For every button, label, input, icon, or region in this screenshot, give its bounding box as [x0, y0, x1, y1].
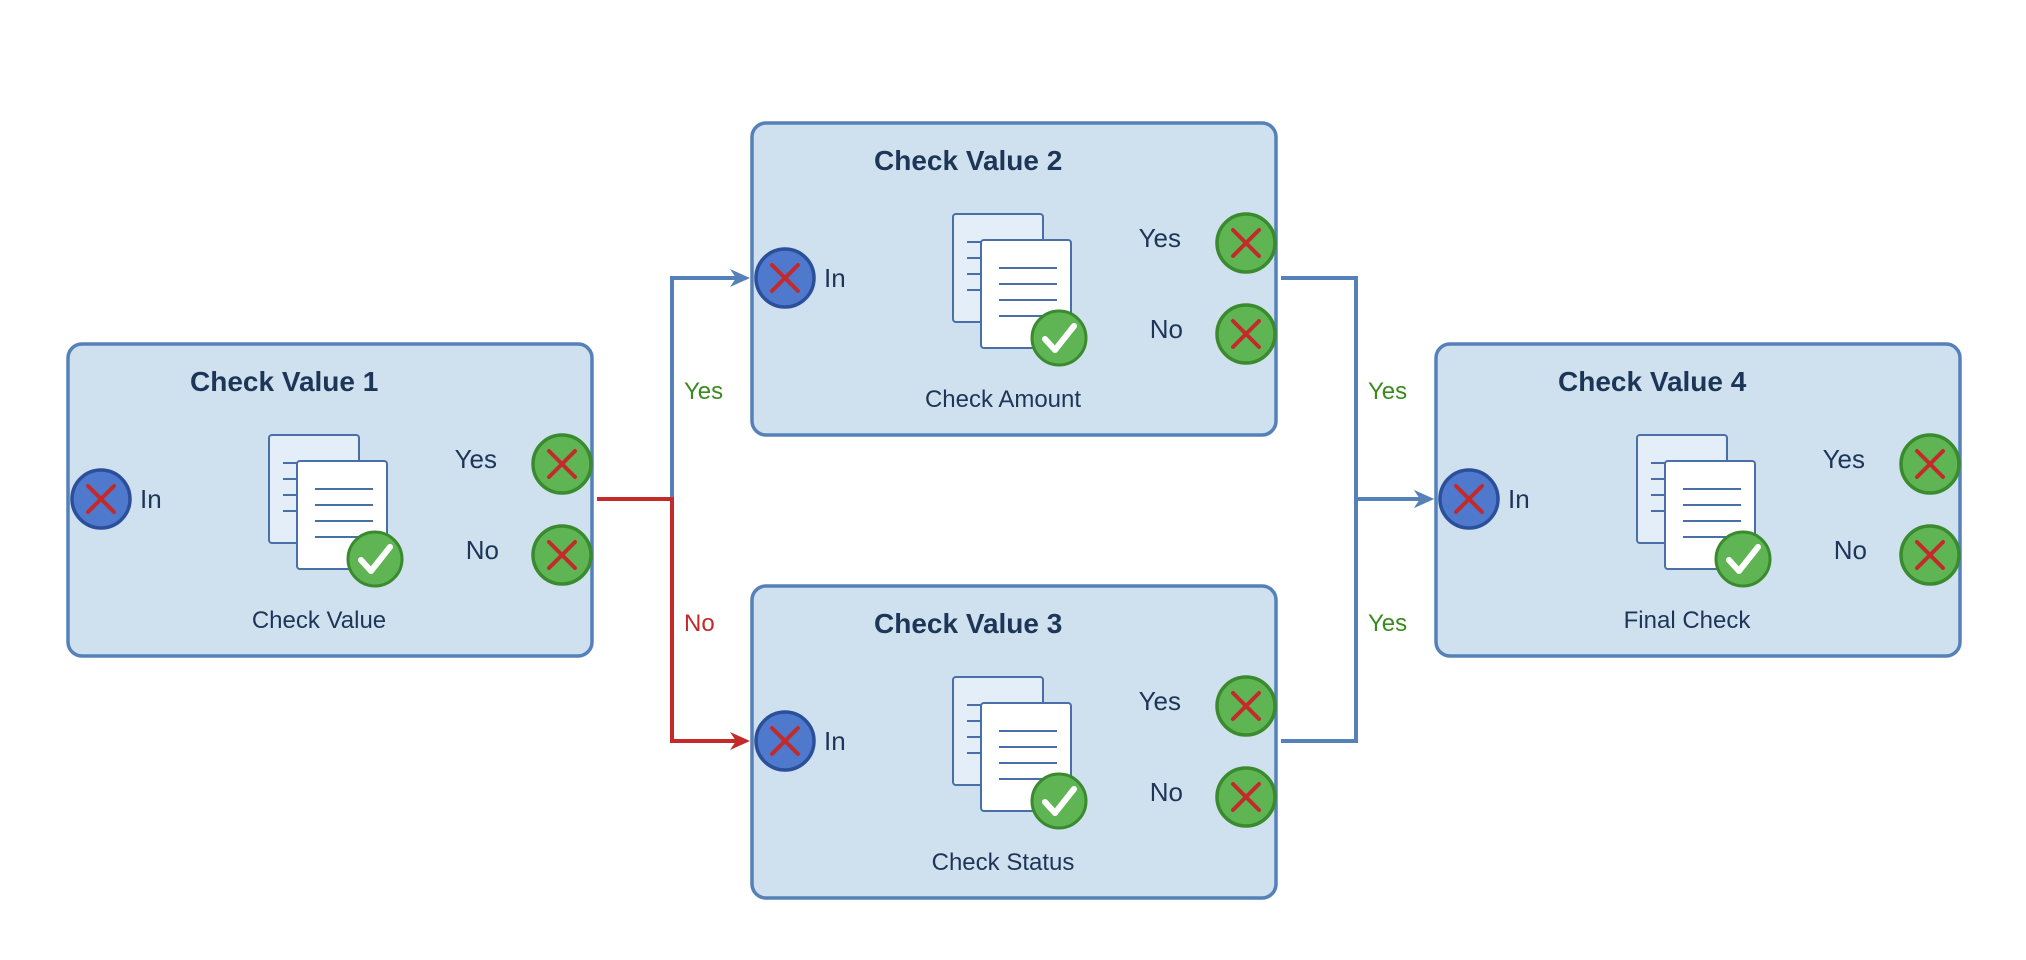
- no-port-label: No: [1834, 535, 1867, 565]
- node-title: Check Value 3: [874, 608, 1062, 639]
- x-icon: [1231, 228, 1261, 258]
- yes-port-label: Yes: [1823, 444, 1865, 474]
- edge-label: Yes: [1368, 378, 1407, 405]
- yes-port-label: Yes: [455, 444, 497, 474]
- no-port-label: No: [1150, 314, 1183, 344]
- x-icon: [1231, 782, 1261, 812]
- node-caption: Check Status: [932, 849, 1075, 876]
- x-icon: [1915, 449, 1945, 479]
- edge-e4[interactable]: Yes: [1281, 490, 1434, 743]
- edge-label: No: [684, 610, 715, 637]
- edge-e2[interactable]: No: [597, 497, 750, 750]
- edge-label: Yes: [1368, 610, 1407, 637]
- x-icon: [1915, 540, 1945, 570]
- edge-line: [1281, 497, 1422, 743]
- x-icon: [86, 484, 116, 514]
- in-port[interactable]: [1438, 468, 1500, 530]
- no-port[interactable]: [1215, 766, 1277, 828]
- yes-port-label: Yes: [1139, 686, 1181, 716]
- in-port-label: In: [824, 726, 846, 756]
- arrowhead-icon: [730, 732, 750, 750]
- node-caption: Check Value: [252, 607, 386, 634]
- checkmark-icon: [1030, 309, 1088, 367]
- in-port[interactable]: [70, 468, 132, 530]
- edge-line: [597, 497, 738, 743]
- edge-label: Yes: [684, 378, 723, 405]
- document-stack-icon: [952, 213, 1088, 367]
- x-icon: [1454, 484, 1484, 514]
- x-icon: [1231, 691, 1261, 721]
- x-icon: [770, 726, 800, 756]
- edge-e1[interactable]: Yes: [597, 269, 750, 501]
- arrowhead-icon: [730, 269, 750, 287]
- in-port-label: In: [824, 263, 846, 293]
- in-port-label: In: [140, 484, 162, 514]
- yes-port[interactable]: [531, 433, 593, 495]
- in-port[interactable]: [754, 247, 816, 309]
- document-stack-icon: [952, 676, 1088, 830]
- edge-e3[interactable]: Yes: [1281, 276, 1434, 508]
- arrowhead-icon: [1414, 490, 1434, 508]
- checkmark-icon: [1714, 530, 1772, 588]
- x-icon: [547, 449, 577, 479]
- node-title: Check Value 4: [1558, 366, 1747, 397]
- node-title: Check Value 1: [190, 366, 378, 397]
- no-port[interactable]: [1899, 524, 1961, 586]
- no-port-label: No: [1150, 777, 1183, 807]
- document-stack-icon: [268, 434, 404, 588]
- node-caption: Final Check: [1624, 607, 1752, 634]
- x-icon: [770, 263, 800, 293]
- x-icon: [547, 540, 577, 570]
- yes-port[interactable]: [1215, 212, 1277, 274]
- no-port-label: No: [466, 535, 499, 565]
- node-caption: Check Amount: [925, 386, 1081, 413]
- in-port[interactable]: [754, 710, 816, 772]
- checkmark-icon: [1030, 772, 1088, 830]
- yes-port-label: Yes: [1139, 223, 1181, 253]
- x-icon: [1231, 319, 1261, 349]
- yes-port[interactable]: [1215, 675, 1277, 737]
- no-port[interactable]: [531, 524, 593, 586]
- checkmark-icon: [346, 530, 404, 588]
- document-stack-icon: [1636, 434, 1772, 588]
- no-port[interactable]: [1215, 303, 1277, 365]
- yes-port[interactable]: [1899, 433, 1961, 495]
- in-port-label: In: [1508, 484, 1530, 514]
- node-title: Check Value 2: [874, 145, 1062, 176]
